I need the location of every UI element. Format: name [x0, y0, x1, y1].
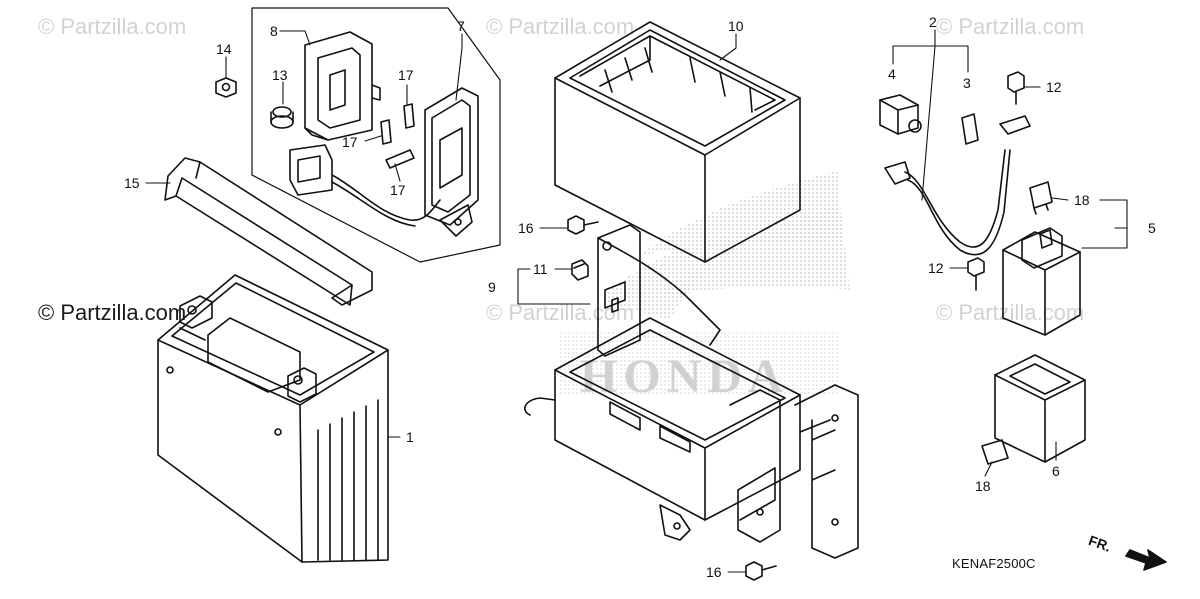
- callout-13[interactable]: 13: [272, 67, 288, 83]
- bolt-part-16-lower: [745, 561, 777, 581]
- relay-holder-part-7: [424, 87, 479, 237]
- callout-7[interactable]: 7: [457, 18, 465, 34]
- watermark-top-center: © Partzilla.com: [486, 14, 635, 39]
- diagram-code: KENAF2500C: [952, 556, 1036, 571]
- kit-boundary: [251, 7, 501, 263]
- callout-18-lower[interactable]: 18: [975, 478, 991, 494]
- callout-17-b[interactable]: 17: [342, 134, 358, 150]
- callout-12-upper[interactable]: 12: [1046, 79, 1062, 95]
- callout-16-lower[interactable]: 16: [706, 564, 722, 580]
- callout-15[interactable]: 15: [124, 175, 140, 191]
- screw-part-12-upper: [999, 71, 1031, 135]
- callout-2[interactable]: 2: [929, 14, 937, 30]
- front-direction-arrow[interactable]: [1125, 549, 1167, 571]
- clip-part-11: [571, 259, 589, 281]
- leader-lines: [145, 29, 1128, 573]
- terminal-part-4: [879, 94, 922, 135]
- callout-3[interactable]: 3: [963, 75, 971, 91]
- callout-12-lower[interactable]: 12: [928, 260, 944, 276]
- callout-4[interactable]: 4: [888, 66, 896, 82]
- watermark-main: © Partzilla.com: [38, 300, 187, 325]
- callout-1[interactable]: 1: [406, 429, 414, 445]
- watermark-top-left: © Partzilla.com: [38, 14, 187, 39]
- callout-10[interactable]: 10: [728, 18, 744, 34]
- fuse-part-17: [380, 103, 415, 169]
- starter-relay-part-5: [1002, 227, 1081, 336]
- fuse-part-18-lower: [981, 439, 1009, 465]
- callout-16-upper[interactable]: 16: [518, 220, 534, 236]
- callout-17-c[interactable]: 17: [390, 182, 406, 198]
- nut-part-14: [215, 77, 237, 98]
- battery-band-part-15: [164, 157, 373, 306]
- relay-cover-part-6: [994, 354, 1086, 463]
- cable-part-2: [884, 149, 1011, 256]
- cable-terminal-part-3: [961, 113, 979, 145]
- bolt-part-16-upper: [567, 215, 599, 235]
- callout-18-upper[interactable]: 18: [1074, 192, 1090, 208]
- callout-9[interactable]: 9: [488, 279, 496, 295]
- fuse-part-18-upper: [1029, 181, 1053, 215]
- battery-tray-part-9: [524, 224, 859, 559]
- battery-part-1: [157, 274, 389, 563]
- callout-8[interactable]: 8: [270, 23, 278, 39]
- callout-14[interactable]: 14: [216, 41, 232, 57]
- relay-cover-part-8: [304, 31, 381, 141]
- battery-box-part-10: [554, 21, 801, 263]
- callout-5[interactable]: 5: [1148, 220, 1156, 236]
- screw-part-12-lower: [967, 257, 985, 291]
- svg-text:HONDA: HONDA: [580, 350, 789, 403]
- grommet-part-13: [270, 106, 294, 129]
- watermark-top-right: © Partzilla.com: [936, 14, 1085, 39]
- callout-11[interactable]: 11: [533, 261, 548, 277]
- relay-connector: [289, 144, 441, 227]
- callout-6[interactable]: 6: [1052, 463, 1060, 479]
- callout-17-a[interactable]: 17: [398, 67, 414, 83]
